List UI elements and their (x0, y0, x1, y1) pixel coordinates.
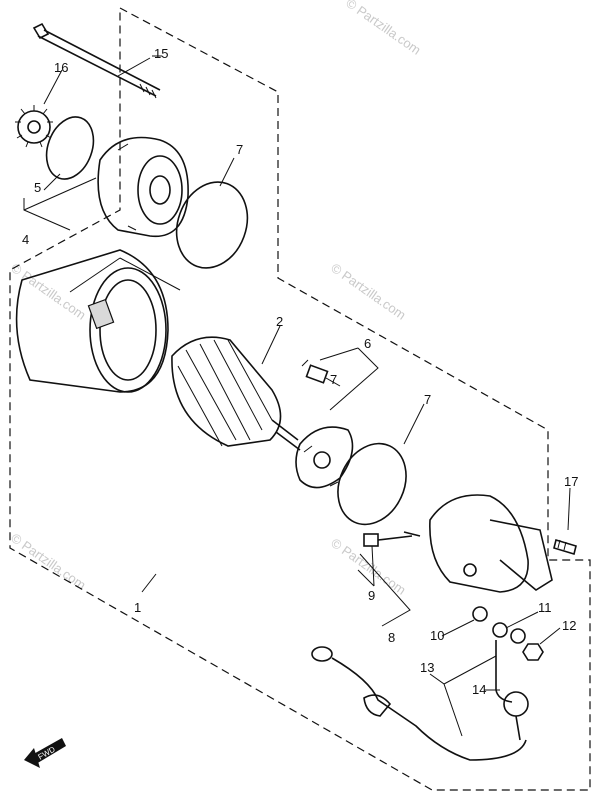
callout-2: 2 (276, 314, 283, 329)
drive-gear (15, 105, 53, 148)
callout-8: 8 (388, 630, 395, 645)
callout-13: 13 (420, 660, 434, 675)
watermark: © Partzilla.com (343, 0, 423, 58)
watermarks: © Partzilla.com © Partzilla.com © Partzi… (8, 0, 423, 598)
callout-3: 4 (22, 232, 29, 247)
callout-16: 16 (54, 60, 68, 75)
armature (171, 336, 301, 451)
relay-lead (495, 640, 529, 741)
washer-11 (492, 622, 508, 638)
assembly-boundary (9, 7, 591, 791)
o-ring-front (45, 116, 95, 180)
nut-12 (522, 643, 544, 661)
o-ring-upper (175, 181, 249, 269)
rear-cover (429, 494, 553, 593)
o-ring-lower (337, 442, 407, 526)
callout-11: 11 (538, 600, 552, 615)
callout-12: 12 (562, 618, 576, 633)
brush (301, 359, 329, 384)
terminal-bolt (363, 531, 421, 547)
callout-1: 1 (134, 600, 141, 615)
motor-yoke (15, 249, 169, 393)
lead-wire (311, 646, 527, 761)
callout-6: 7 (330, 372, 337, 387)
callout-7-upper: 7 (236, 142, 243, 157)
callout-10: 10 (430, 628, 444, 643)
watermark: © Partzilla.com (8, 530, 88, 593)
callout-15: 15 (154, 46, 168, 61)
washer-11b (510, 628, 526, 644)
watermark: © Partzilla.com (8, 260, 88, 323)
leader-lines (23, 55, 571, 737)
brush-holder (295, 426, 354, 489)
callout-numbers: 15 16 5 4 7 2 6 7 7 9 8 10 11 12 13 14 1… (22, 46, 578, 697)
callout-5: 6 (364, 336, 371, 351)
callout-14: 14 (472, 682, 486, 697)
callout-9: 9 (368, 588, 375, 603)
through-bolt (32, 22, 161, 99)
mounting-bolt (553, 538, 577, 556)
fwd-direction-badge: FWD (24, 738, 66, 768)
front-cover (97, 136, 189, 238)
callout-7-lower: 7 (424, 392, 431, 407)
callout-4: 5 (34, 180, 41, 195)
nut-10 (472, 606, 488, 622)
callout-17: 17 (564, 474, 578, 489)
